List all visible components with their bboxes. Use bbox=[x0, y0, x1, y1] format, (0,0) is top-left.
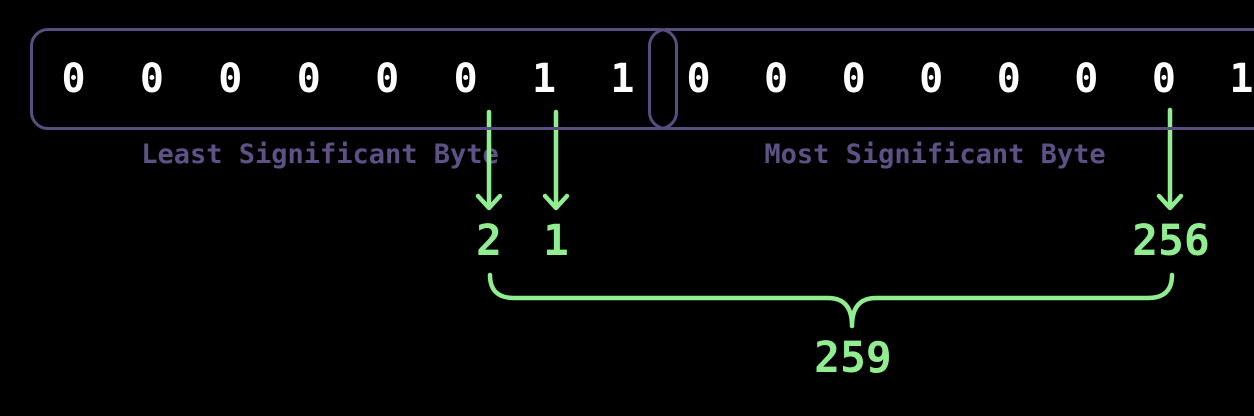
msb-byte-box: 0 0 0 0 0 0 0 1 bbox=[648, 28, 1254, 130]
msb-bit-5: 0 bbox=[841, 56, 866, 102]
lsb-byte-label: Least Significant Byte bbox=[141, 139, 499, 170]
msb-bit-1: 0 bbox=[1151, 56, 1176, 102]
arrow-msb-bit0-head bbox=[1156, 193, 1184, 211]
arrow-lsb-bit0-head bbox=[542, 193, 570, 211]
lsb-bit-6: 0 bbox=[139, 56, 164, 102]
lsb-bit-0: 1 bbox=[610, 56, 635, 102]
msb-bit-2: 0 bbox=[1074, 56, 1099, 102]
lsb-bit-3: 0 bbox=[375, 56, 400, 102]
lsb-bit-5: 0 bbox=[218, 56, 243, 102]
lsb-bit-1: 1 bbox=[531, 56, 557, 102]
arrow-lsb-bit1-head bbox=[475, 193, 503, 211]
lsb-bit-2: 0 bbox=[453, 56, 478, 102]
lsb-bit-7: 0 bbox=[61, 56, 86, 102]
msb-bit-7: 0 bbox=[686, 56, 711, 102]
msb-bit-3: 0 bbox=[996, 56, 1021, 102]
msb-bit-4: 0 bbox=[919, 56, 944, 102]
lsb-bit-4: 0 bbox=[296, 56, 321, 102]
place-value-256: 256 bbox=[1132, 216, 1210, 266]
sum-value: 259 bbox=[814, 333, 892, 383]
arrow-msb-bit0 bbox=[1156, 107, 1184, 211]
msb-bit-0: 1 bbox=[1229, 56, 1254, 102]
place-value-2: 2 bbox=[476, 216, 502, 266]
msb-bit-6: 0 bbox=[764, 56, 789, 102]
place-value-1: 1 bbox=[543, 216, 569, 266]
sum-brace bbox=[487, 272, 1175, 329]
lsb-byte-box: 0 0 0 0 0 0 1 1 bbox=[30, 28, 678, 130]
msb-byte-label: Most Significant Byte bbox=[764, 139, 1106, 170]
